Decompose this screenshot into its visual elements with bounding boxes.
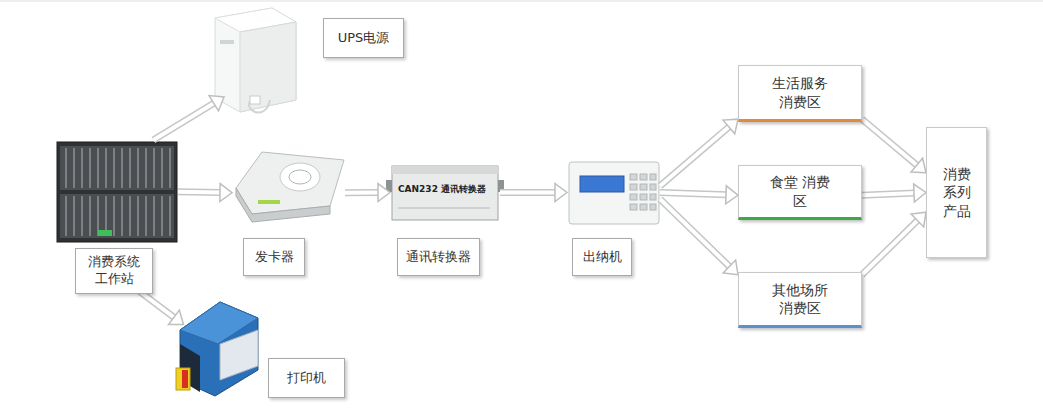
arrow-core [862, 220, 918, 275]
arrow-head [726, 186, 738, 204]
flow-arrow [660, 199, 738, 275]
arrow-core [862, 193, 915, 195]
arrow-head [911, 158, 926, 173]
flow-arrow [345, 184, 390, 202]
zone-box: 生活服务 消费区 [738, 65, 862, 122]
node-label: 消费 系列 产品 [941, 165, 973, 220]
arrow-head [911, 212, 926, 227]
printer-illustration [176, 302, 258, 396]
arrow-core [178, 190, 221, 195]
arrow-core [660, 193, 727, 195]
arrow-outline [862, 220, 918, 275]
arrow-outline [660, 126, 730, 186]
flow-arrow [862, 212, 926, 275]
arrow-head [555, 184, 567, 202]
converter-illustration [386, 166, 504, 220]
arrow-outline [862, 119, 918, 166]
cashier-illustration [569, 162, 659, 224]
card-reader-illustration [236, 152, 344, 222]
flow-arrow [862, 184, 926, 202]
flow-arrow [500, 184, 567, 202]
arrow-head [914, 184, 926, 202]
label-box: 打印机 [268, 358, 345, 398]
device-node: UPS电源 [205, 5, 300, 120]
product-box: 消费 系列 产品 [926, 127, 987, 258]
arrow-head [378, 184, 390, 202]
arrow-outline [500, 189, 556, 196]
arrow-outline [178, 188, 221, 196]
node-label: 生活服务 消费区 [769, 74, 831, 110]
device-node: 消费系统 工作站 [55, 140, 178, 288]
flow-arrow [862, 119, 926, 173]
node-label: 食堂 消费区 [769, 173, 831, 209]
ups-illustration [215, 8, 296, 113]
arrow-head [209, 96, 224, 111]
label-box: 发卡器 [243, 238, 305, 276]
node-label: 通讯转换器 [406, 249, 471, 266]
node-label: 出纳机 [583, 249, 622, 266]
arrow-head [723, 119, 738, 134]
label-box: 通讯转换器 [397, 238, 480, 276]
arrow-outline [345, 189, 379, 196]
device-node: 打印机 [170, 300, 260, 398]
arrow-outline [862, 193, 915, 195]
arrow-head [169, 310, 184, 324]
flow-arrow [153, 96, 224, 140]
arrow-core [660, 199, 730, 267]
label-box: 消费系统 工作站 [75, 248, 153, 294]
arrow-outline [153, 103, 214, 140]
device-node: 发卡器 [232, 150, 345, 225]
arrow-core [153, 103, 214, 140]
device-label: CAN232 通讯转换器 [398, 183, 486, 196]
server-illustration [57, 142, 177, 242]
label-box: UPS电源 [323, 18, 404, 58]
arrow-core [660, 126, 730, 186]
flow-arrow [178, 184, 232, 202]
arrow-head [220, 184, 232, 202]
zone-box: 其他场所 消费区 [738, 272, 862, 328]
node-label: 其他场所 消费区 [769, 281, 831, 317]
label-box: 出纳机 [572, 238, 632, 276]
arrow-core [862, 119, 918, 166]
arrow-core [500, 191, 556, 195]
flow-arrow [660, 186, 738, 204]
arrow-head [723, 260, 738, 275]
node-label: UPS电源 [338, 30, 390, 47]
node-label: 发卡器 [255, 249, 294, 266]
device-node: 出纳机 [567, 160, 660, 225]
flow-arrow [660, 119, 738, 186]
node-label: 消费系统 工作站 [84, 254, 144, 288]
top-rule [0, 0, 1043, 2]
arrow-outline [660, 193, 727, 195]
arrow-core [345, 191, 379, 195]
node-label: 打印机 [287, 370, 326, 387]
zone-box: 食堂 消费区 [738, 165, 862, 220]
arrow-outline [660, 199, 730, 267]
